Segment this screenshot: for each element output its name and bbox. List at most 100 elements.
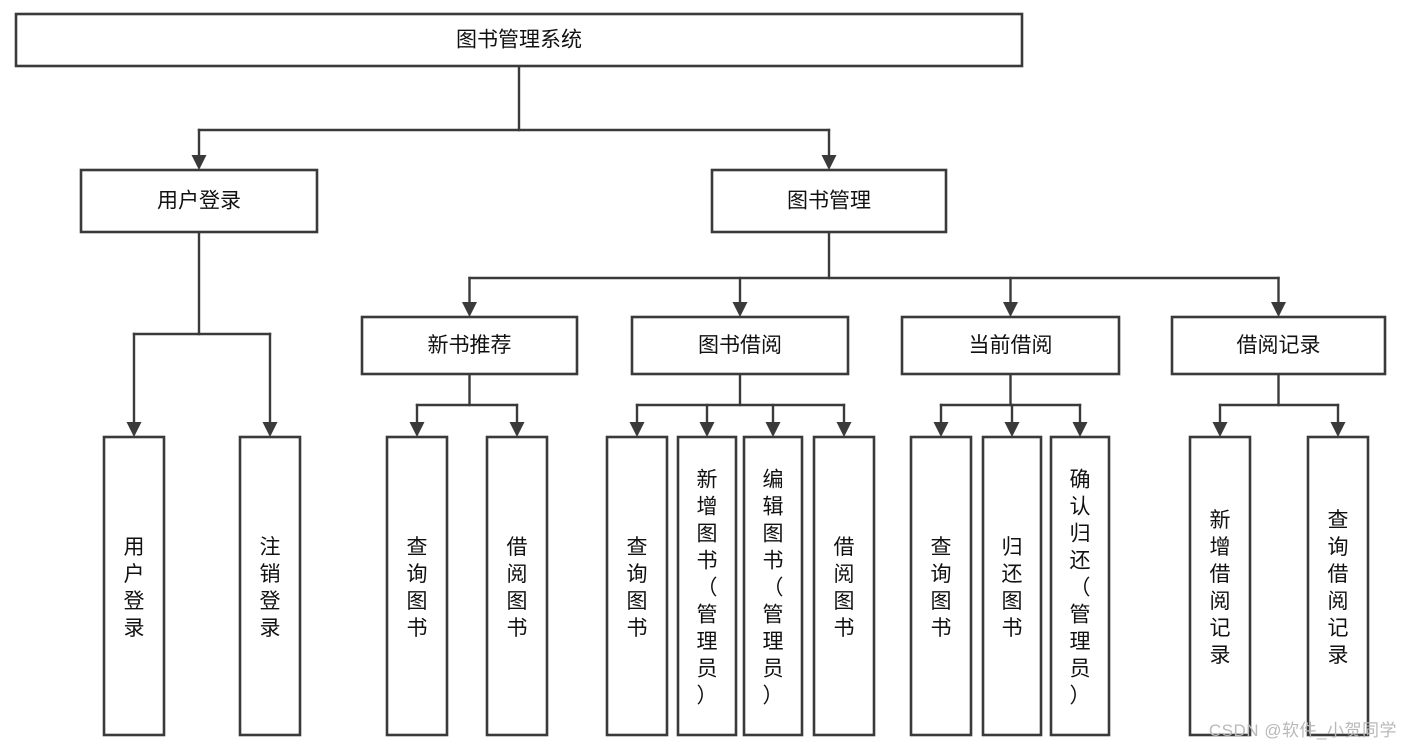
node-label-char: 管 — [1070, 604, 1091, 627]
node-box — [385, 435, 449, 737]
node-label-char: ） — [1070, 685, 1091, 708]
arrow-head-icon — [1072, 422, 1088, 437]
node-label-char: 询 — [931, 563, 952, 586]
node-leaf-12-查询借阅记录[interactable]: 查询借阅记录查询借阅记录 — [1306, 435, 1370, 737]
node-leaf-3-借阅图书[interactable]: 借阅图书借阅图书 — [485, 435, 549, 737]
node-box — [79, 168, 319, 234]
node-label-char: 图 — [834, 590, 855, 613]
node-label-char: 询 — [627, 563, 648, 586]
node-leaf-7-借阅图书[interactable]: 借阅图书借阅图书 — [812, 435, 876, 737]
node-label-char: 员 — [1070, 658, 1091, 681]
node-box — [900, 315, 1121, 376]
node-box — [909, 435, 973, 737]
node-label-char: 增 — [1210, 536, 1231, 559]
arrow-head-icon — [933, 422, 949, 437]
node-box — [676, 435, 738, 737]
node-l2-0-用户登录[interactable]: 用户登录 — [79, 168, 319, 234]
node-label-char: 借 — [834, 536, 855, 559]
node-root-0-图书管理系统[interactable]: 图书管理系统 — [14, 12, 1024, 68]
node-label: 当前借阅 — [969, 334, 1053, 357]
node-box — [812, 435, 876, 737]
node-label: 借阅记录 — [1237, 334, 1321, 357]
node-label-char: 录 — [260, 617, 281, 640]
arrow-head-icon — [732, 302, 748, 317]
node-label-char: 书 — [931, 617, 952, 640]
node-leaf-1-注销登录[interactable]: 注销登录注销登录 — [238, 435, 302, 737]
node-label-char: 图 — [507, 590, 528, 613]
node-label: 图书管理系统 — [456, 29, 582, 52]
node-leaf-0-用户登录[interactable]: 用户登录用户登录 — [102, 435, 166, 737]
node-label-char: 新 — [1210, 509, 1231, 532]
node-leaf-8-查询图书[interactable]: 查询图书查询图书 — [909, 435, 973, 737]
node-box — [1306, 435, 1370, 737]
node-box — [238, 435, 302, 737]
node-l3-3-借阅记录[interactable]: 借阅记录 — [1170, 315, 1387, 376]
arrow-head-icon — [509, 422, 525, 437]
node-box — [742, 435, 804, 737]
node-label-char: （ — [1070, 577, 1091, 600]
node-label-char: 询 — [1328, 536, 1349, 559]
arrow-head-icon — [1004, 422, 1020, 437]
node-label-char: 书 — [407, 617, 428, 640]
node-label-char: 阅 — [507, 563, 528, 586]
node-label-char: 理 — [697, 631, 718, 654]
node-label-char: （ — [763, 577, 784, 600]
node-box — [1170, 315, 1387, 376]
csdn-watermark: CSDN @软件_小贺同学 — [1208, 721, 1397, 740]
node-leaf-9-归还图书[interactable]: 归还图书归还图书 — [981, 435, 1043, 737]
node-label-char: 查 — [1328, 509, 1349, 532]
node-label-char: 阅 — [1328, 590, 1349, 613]
arrow-head-icon — [821, 155, 837, 170]
node-label-char: 理 — [1070, 631, 1091, 654]
node-label-char: 书 — [697, 550, 718, 573]
node-label-char: 录 — [1210, 644, 1231, 667]
node-label-char: 户 — [124, 563, 145, 586]
arrow-head-icon — [699, 422, 715, 437]
node-label-char: 认 — [1070, 496, 1091, 519]
arrow-head-icon — [629, 422, 645, 437]
node-label-char: 借 — [1210, 563, 1231, 586]
node-label-char: 归 — [1070, 523, 1091, 546]
node-label-char: 登 — [260, 590, 281, 613]
node-label-char: 管 — [697, 604, 718, 627]
node-label-char: 图 — [697, 523, 718, 546]
node-label-char: 记 — [1210, 617, 1231, 640]
node-label-char: 阅 — [1210, 590, 1231, 613]
node-label-char: 销 — [260, 563, 281, 586]
node-l2-1-图书管理[interactable]: 图书管理 — [710, 168, 948, 234]
node-leaf-11-新增借阅记录[interactable]: 新增借阅记录新增借阅记录 — [1188, 435, 1252, 737]
arrow-head-icon — [1212, 422, 1228, 437]
node-layer: 图书管理系统用户登录图书管理新书推荐图书借阅当前借阅借阅记录用户登录用户登录注销… — [14, 12, 1387, 737]
node-label-char: 图 — [1002, 590, 1023, 613]
node-leaf-4-查询图书[interactable]: 查询图书查询图书 — [605, 435, 669, 737]
node-label-char: 书 — [627, 617, 648, 640]
node-box — [710, 168, 948, 234]
node-label-char: 管 — [763, 604, 784, 627]
node-l3-1-图书借阅[interactable]: 图书借阅 — [630, 315, 850, 376]
node-label-char: 图 — [763, 523, 784, 546]
node-label-char: （ — [697, 577, 718, 600]
node-label-char: 阅 — [834, 563, 855, 586]
arrow-head-icon — [1330, 422, 1346, 437]
node-label-char: 借 — [507, 536, 528, 559]
node-l3-0-新书推荐[interactable]: 新书推荐 — [360, 315, 579, 376]
node-label: 新书推荐 — [428, 334, 512, 357]
arrow-head-icon — [765, 422, 781, 437]
node-label-char: 还 — [1002, 563, 1023, 586]
node-box — [102, 435, 166, 737]
node-label-char: 书 — [1002, 617, 1023, 640]
node-label-char: 书 — [763, 550, 784, 573]
node-l3-2-当前借阅[interactable]: 当前借阅 — [900, 315, 1121, 376]
node-label-char: 记 — [1328, 617, 1349, 640]
node-label-char: 用 — [124, 536, 145, 559]
node-label-char: 登 — [124, 590, 145, 613]
node-label-char: 书 — [507, 617, 528, 640]
node-label-char: 归 — [1002, 536, 1023, 559]
node-label-char: 查 — [627, 536, 648, 559]
node-leaf-2-查询图书[interactable]: 查询图书查询图书 — [385, 435, 449, 737]
